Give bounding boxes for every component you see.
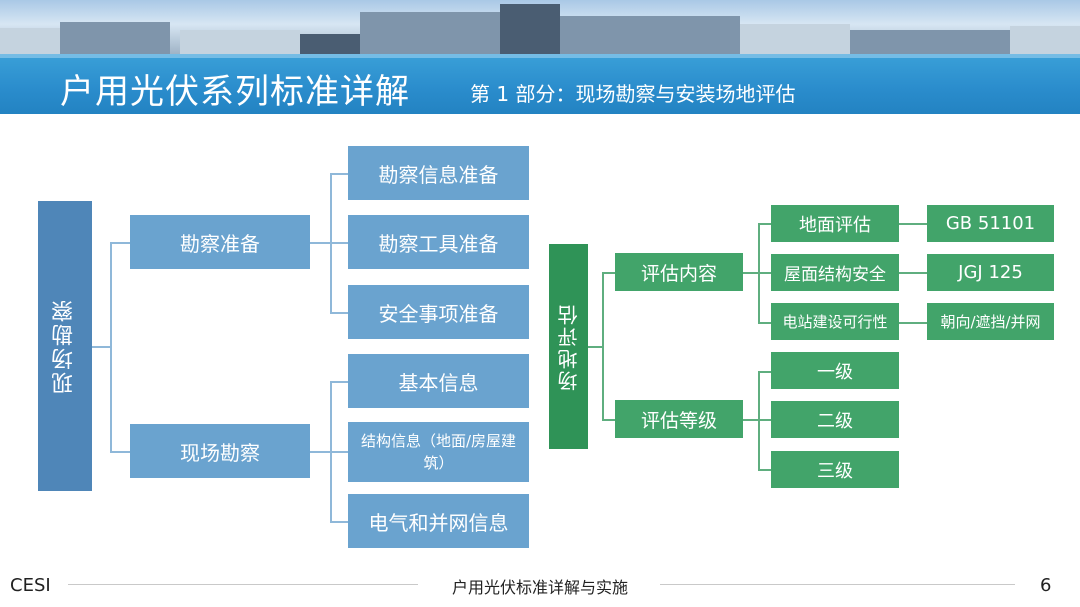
connector-line <box>330 173 348 175</box>
leaf-survey-info-prep: 勘察信息准备 <box>348 146 529 200</box>
connector-line <box>758 322 771 324</box>
leaf-roof-structure-safety: 屋面结构安全 <box>771 254 899 291</box>
level-2: 二级 <box>771 401 899 438</box>
leaf-safety-prep: 安全事项准备 <box>348 285 529 339</box>
footer-divider <box>660 584 1015 585</box>
connector-line <box>899 322 927 324</box>
node-site-survey: 现场勘察 <box>130 424 310 478</box>
connector-line <box>758 371 771 373</box>
connector-line <box>310 451 330 453</box>
level-3: 三级 <box>771 451 899 488</box>
connector-line <box>758 223 771 225</box>
leaf-ground-eval: 地面评估 <box>771 205 899 242</box>
page-title: 户用光伏系列标准详解 <box>60 72 410 112</box>
title-bar <box>0 54 1080 114</box>
leaf-station-feasibility: 电站建设可行性 <box>771 303 899 340</box>
connector-line <box>330 451 348 453</box>
connector-line <box>758 469 771 471</box>
leaf-survey-tools-prep: 勘察工具准备 <box>348 215 529 269</box>
footer-brand: CESI <box>10 575 51 596</box>
connector-line <box>602 272 615 274</box>
standard-gb-51101: GB 51101 <box>927 205 1054 242</box>
leaf-structure-info: 结构信息（地面/房屋建筑） <box>348 422 529 482</box>
right-root-node: 场地评估 <box>549 244 588 449</box>
footer-title: 户用光伏标准详解与实施 <box>451 578 628 597</box>
connector-line <box>110 242 130 244</box>
connector-line <box>330 381 348 383</box>
connector-line <box>758 419 771 421</box>
connector-line <box>758 272 771 274</box>
node-survey-prep: 勘察准备 <box>130 215 310 269</box>
connector-line <box>330 312 348 314</box>
connector-line <box>330 242 348 244</box>
header-banner-photo <box>0 0 1080 54</box>
connector-line <box>110 451 130 453</box>
connector-line <box>92 346 110 348</box>
connector-line <box>743 419 758 421</box>
connector-line <box>743 272 758 274</box>
level-1: 一级 <box>771 352 899 389</box>
connector-line <box>602 419 615 421</box>
connector-line <box>899 223 927 225</box>
footer-divider <box>68 584 418 585</box>
leaf-electrical-grid-info: 电气和并网信息 <box>348 494 529 548</box>
page-number: 6 <box>1040 575 1052 596</box>
criteria-orientation-shading-grid: 朝向/遮挡/并网 <box>927 303 1054 340</box>
leaf-basic-info: 基本信息 <box>348 354 529 408</box>
connector-line <box>899 272 927 274</box>
connector-line <box>602 272 604 420</box>
page-subtitle: 第 1 部分：现场勘察与安装场地评估 <box>470 82 796 106</box>
connector-line <box>330 521 348 523</box>
connector-line <box>110 242 112 452</box>
standard-jgj-125: JGJ 125 <box>927 254 1054 291</box>
node-eval-content: 评估内容 <box>615 253 743 291</box>
connector-line <box>588 346 602 348</box>
left-root-node: 现场勘察 <box>38 201 92 491</box>
connector-line <box>310 242 330 244</box>
node-eval-level: 评估等级 <box>615 400 743 438</box>
